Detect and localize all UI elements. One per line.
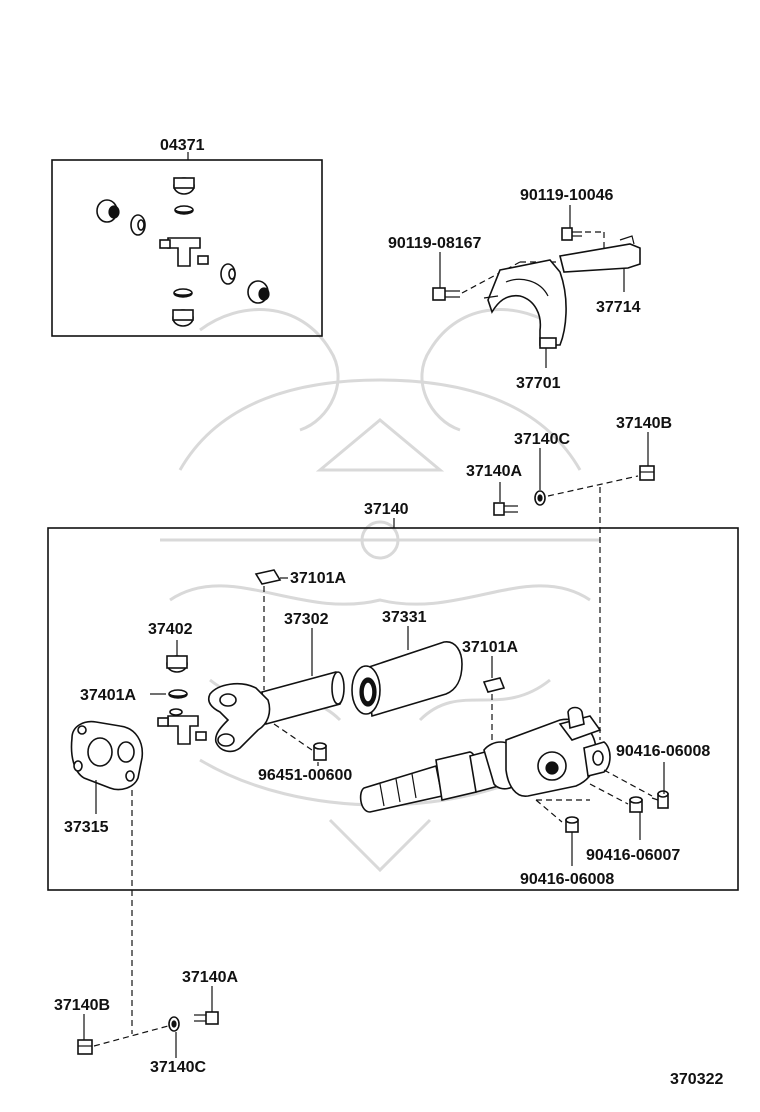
grease-fitting-90416-06008-bottom[interactable] <box>565 816 579 833</box>
label-37140b-top: 37140B <box>616 415 672 432</box>
label-37701: 37701 <box>516 375 561 392</box>
label-37140c-top: 37140C <box>514 431 570 448</box>
center-bearing-37701[interactable] <box>483 259 567 349</box>
grease-fitting-90416-06008-right[interactable] <box>651 790 669 809</box>
nut-37140b-bottom[interactable] <box>77 1039 93 1055</box>
bolt-37140a-top[interactable] <box>493 502 518 516</box>
label-37331: 37331 <box>382 609 427 626</box>
washer-37140c-bottom[interactable] <box>168 1016 180 1032</box>
label-37101a-upper: 37101A <box>290 570 346 587</box>
label-90416-06008-right: 90416-06008 <box>616 743 710 760</box>
shaft-37302[interactable] <box>207 671 345 753</box>
boot-37331[interactable] <box>351 641 463 718</box>
label-37140a-top: 37140A <box>466 463 522 480</box>
grease-fitting-96451-00600[interactable] <box>313 742 327 761</box>
label-37140c-bottom: 37140C <box>150 1059 206 1076</box>
label-90119-10046: 90119-10046 <box>520 187 614 204</box>
label-37315: 37315 <box>64 819 109 836</box>
label-37714: 37714 <box>596 299 641 316</box>
balance-weight-37101a-upper[interactable] <box>254 569 282 585</box>
slip-yoke-shaft[interactable] <box>359 706 611 813</box>
snap-ring-37401a[interactable] <box>168 689 188 699</box>
label-37302: 37302 <box>284 611 329 628</box>
label-90416-06007: 90416-06007 <box>586 847 680 864</box>
grease-fitting-90416-06007[interactable] <box>629 796 643 813</box>
bolt-90119-10046[interactable] <box>561 227 582 241</box>
label-96451-00600: 96451-00600 <box>258 767 352 784</box>
spider-joint-04371[interactable] <box>96 177 270 327</box>
assembly-37140-box <box>47 518 739 891</box>
label-37402: 37402 <box>148 621 193 638</box>
balance-weight-37101a-lower[interactable] <box>482 677 506 693</box>
label-90119-08167: 90119-08167 <box>388 235 482 252</box>
kit-04371-box <box>51 152 323 337</box>
label-37140a-bottom: 37140A <box>182 969 238 986</box>
label-37101a-lower: 37101A <box>462 639 518 656</box>
bolt-90119-08167[interactable] <box>432 287 460 301</box>
label-37401a: 37401A <box>80 687 136 704</box>
label-37140: 37140 <box>364 501 409 518</box>
washer-37140c-top[interactable] <box>534 490 546 506</box>
label-37140b-bottom: 37140B <box>54 997 110 1014</box>
bearing-cup-37402[interactable] <box>166 655 188 673</box>
bolt-37140a-bottom[interactable] <box>194 1011 219 1025</box>
label-04371: 04371 <box>160 137 205 154</box>
bracket-37714[interactable] <box>559 235 641 292</box>
label-90416-06008-bottom: 90416-06008 <box>520 871 614 888</box>
nut-37140b-top[interactable] <box>639 465 655 481</box>
diagram-number: 370322 <box>670 1071 723 1088</box>
flange-yoke-37315[interactable] <box>70 720 144 791</box>
spider-joint[interactable] <box>157 708 207 745</box>
